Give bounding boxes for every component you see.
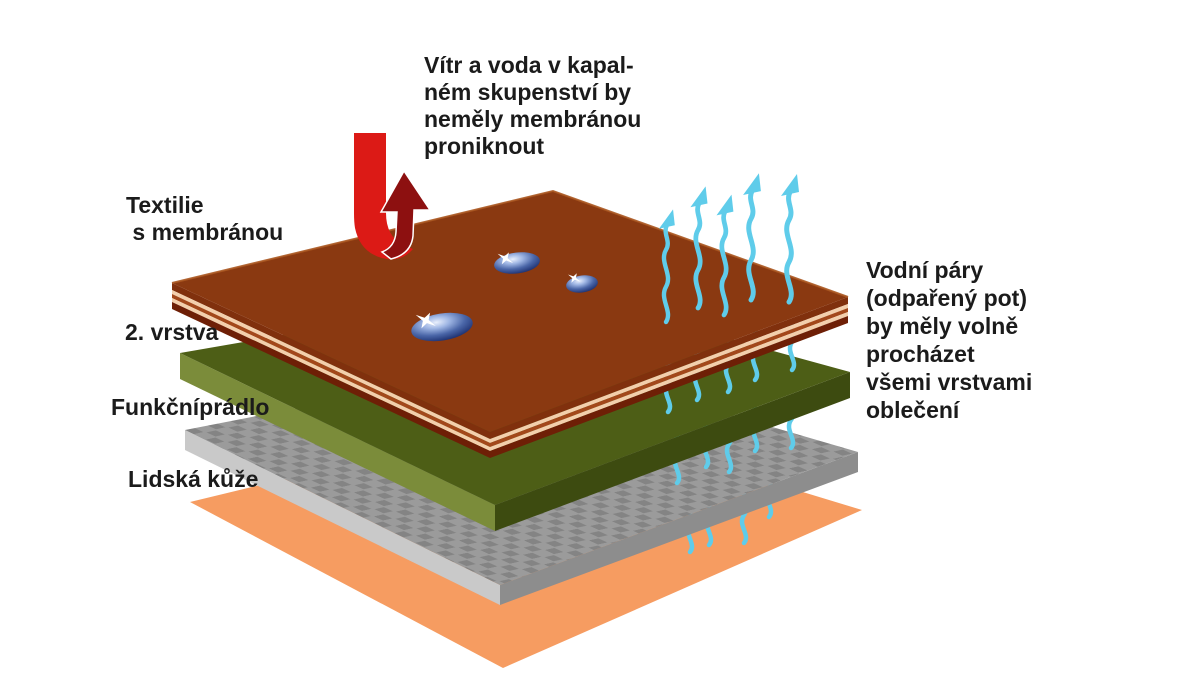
membrane-right-stripe-2	[490, 312, 848, 451]
water-droplet-small	[565, 269, 598, 293]
wind-note: Vítr a voda v kapal- ném skupenství by n…	[424, 52, 642, 159]
underwear-right-face	[500, 452, 858, 605]
second-layer-left-face	[180, 353, 495, 531]
membrane-left-stripe-2	[172, 298, 490, 451]
vapor-note: Vodní páry (odpařený pot) by měly volně …	[866, 257, 1033, 423]
membrane-left-stripe-1	[172, 290, 490, 443]
membrane-left-band-bottom	[172, 302, 490, 458]
membrane-right-band-bottom	[490, 316, 848, 458]
label-functional-underwear: Funkčníprádlo	[111, 394, 270, 420]
membrane-top-face	[172, 191, 848, 432]
membrane-right-band-mid	[490, 308, 848, 447]
second-layer-right-face	[495, 372, 850, 531]
label-human-skin: Lidská kůže	[128, 466, 259, 492]
water-droplets	[411, 247, 598, 342]
membrane-left-band-mid	[172, 294, 490, 447]
underwear-left-face	[185, 430, 500, 605]
wind-arrow	[354, 133, 432, 260]
label-second-layer: 2. vrstva	[125, 319, 219, 345]
membrane-left-band-top	[172, 283, 490, 439]
membrane-right-band-top	[490, 297, 848, 439]
wind-arrow-bounce-up	[379, 169, 432, 260]
water-droplet-large	[411, 307, 473, 342]
water-droplet-medium	[494, 247, 540, 274]
membrane-right-stripe-1	[490, 304, 848, 443]
label-textile-with-membrane: Textilie s membránou	[126, 192, 284, 245]
membrane-layer	[171, 189, 849, 458]
wind-arrow-down	[354, 133, 413, 260]
